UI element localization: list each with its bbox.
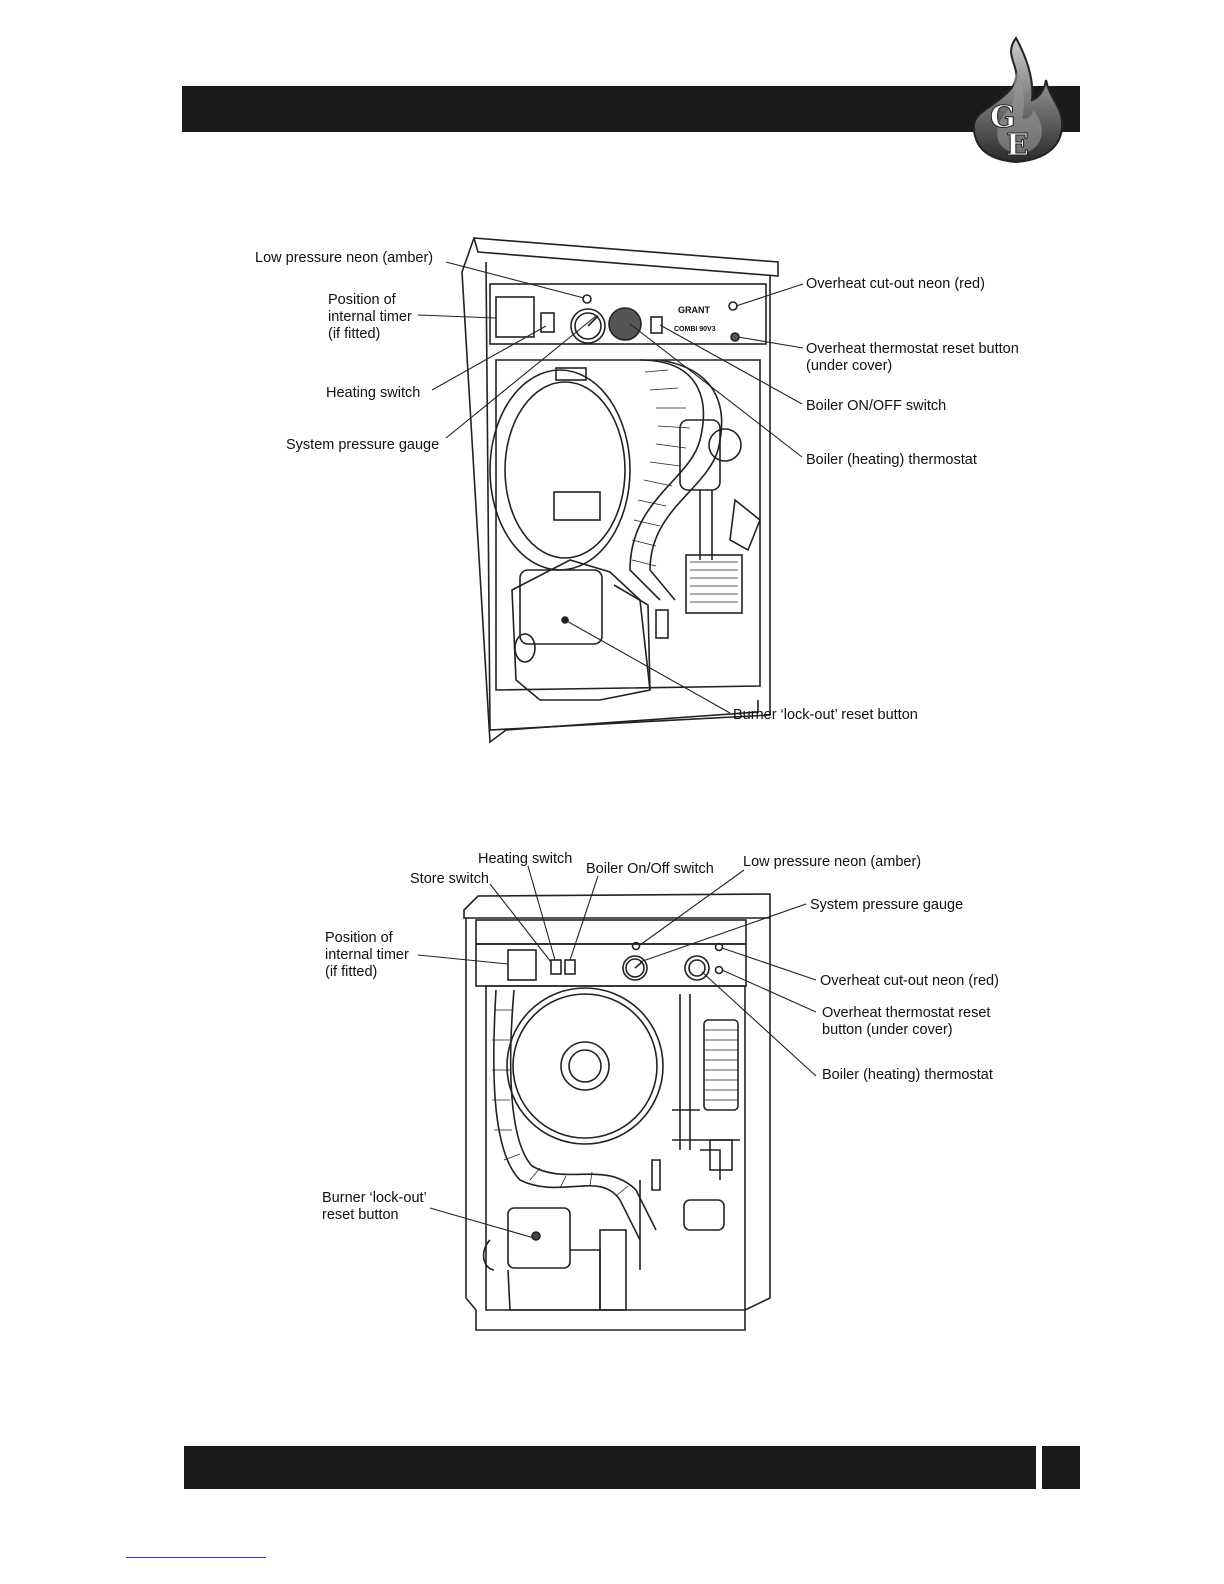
- figure2-boiler-drawing: [417, 865, 817, 1331]
- fig1-label-burner-reset: Burner ‘lock-out’ reset button: [733, 707, 918, 723]
- logo-letter-g: G: [990, 100, 1017, 136]
- footer-link-underline: [126, 1557, 266, 1558]
- fig2-label-store-switch: Store switch: [410, 871, 489, 887]
- fig2-label-system-pressure-gauge: System pressure gauge: [810, 897, 964, 913]
- fig1-label-boiler-thermostat: Boiler (heating) thermostat: [806, 452, 977, 468]
- fig2-label-internal-timer: Position of internal timer (if fitted): [325, 930, 409, 980]
- fig1-label-overheat-reset: Overheat thermostat reset button (under …: [806, 341, 1019, 374]
- figure1-panel-model: COMBI 90V3: [674, 326, 716, 333]
- fig1-label-internal-timer: Position of internal timer (if fitted): [328, 292, 412, 342]
- figure1-panel-brand: GRANT: [678, 305, 710, 315]
- fig1-label-low-pressure-neon: Low pressure neon (amber): [255, 250, 434, 266]
- fig1-label-heating-switch: Heating switch: [326, 385, 421, 401]
- fig2-label-low-pressure-neon: Low pressure neon (amber): [743, 854, 922, 870]
- fig2-label-heating-switch: Heating switch: [478, 851, 573, 867]
- header-bar: [182, 86, 1080, 132]
- footer-bar: [184, 1446, 1036, 1489]
- footer-page-box: [1042, 1446, 1080, 1489]
- fig2-label-boiler-switch: Boiler On/Off switch: [586, 861, 714, 877]
- fig1-label-system-pressure-gauge: System pressure gauge: [286, 437, 440, 453]
- fig2-label-boiler-thermostat: Boiler (heating) thermostat: [822, 1067, 993, 1083]
- fig2-label-overheat-reset: Overheat thermostat reset button (under …: [822, 1005, 991, 1038]
- fig2-label-burner-reset: Burner ‘lock-out’ reset button: [322, 1190, 427, 1223]
- logo-letter-e: E: [1006, 128, 1030, 164]
- fig2-label-overheat-neon: Overheat cut-out neon (red): [820, 973, 999, 989]
- fig1-label-overheat-neon: Overheat cut-out neon (red): [806, 276, 985, 292]
- fig1-label-boiler-switch: Boiler ON/OFF switch: [806, 398, 947, 414]
